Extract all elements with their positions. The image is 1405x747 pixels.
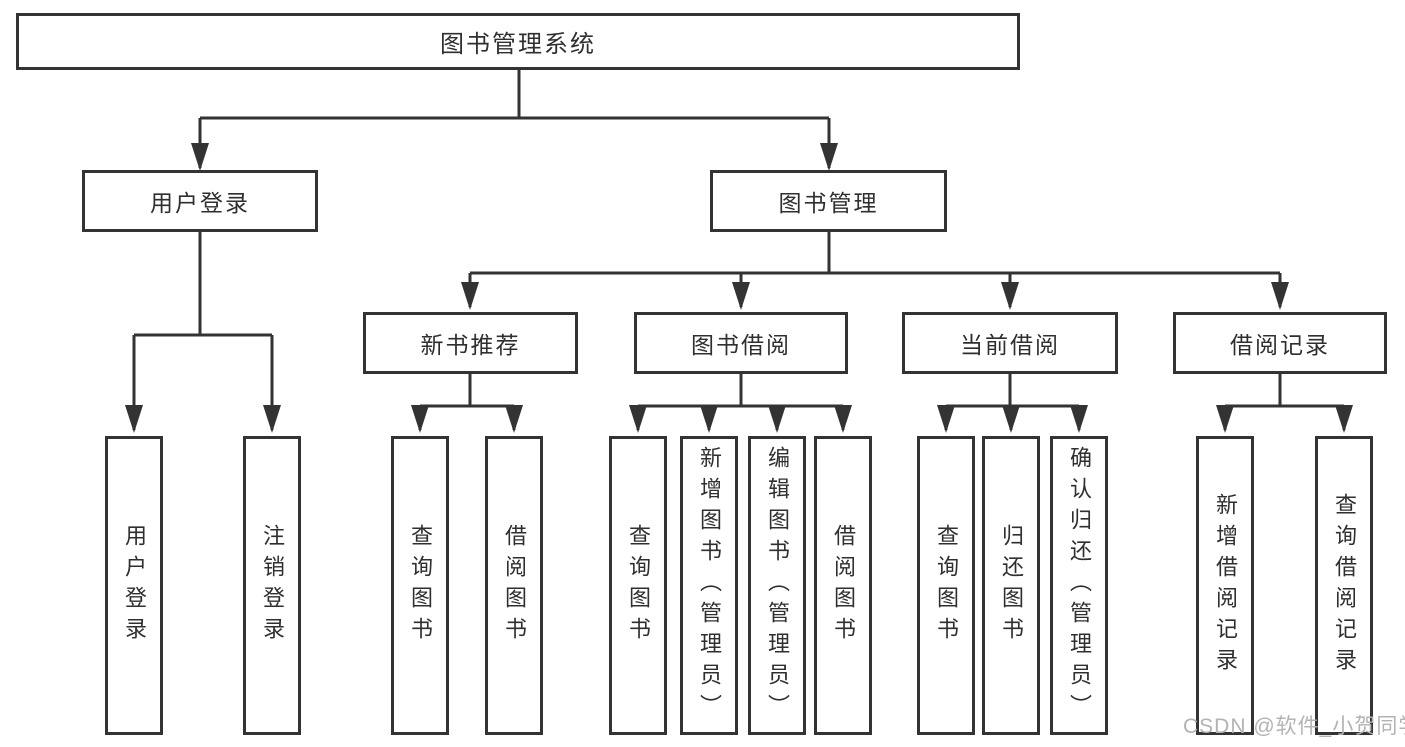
node-library-system: 图书管理系统 (16, 13, 1020, 70)
connector-bookborrow-bus (638, 374, 843, 408)
connector-currentborrow-bus (946, 374, 1079, 408)
node-label: 查询图书 (626, 523, 651, 648)
connector-bookmgmt-bus (470, 232, 1280, 275)
node-label: 新增借阅记录 (1213, 492, 1238, 679)
leaf-query-books-newbook: 查询图书 (391, 436, 449, 735)
node-label: 编辑图书（管理员） (765, 446, 790, 725)
leaf-borrow-books-newbook: 借阅图书 (485, 436, 543, 735)
node-label: 图书管理系统 (440, 31, 596, 58)
node-label: 用户登录 (122, 523, 147, 648)
node-label: 借阅记录 (1230, 332, 1330, 358)
node-book-management: 图书管理 (710, 170, 947, 232)
leaf-confirm-return-admin: 确认归还（管理员） (1050, 436, 1108, 735)
node-borrow-records: 借阅记录 (1173, 312, 1387, 374)
connector-root-bus (200, 70, 829, 120)
node-label: 图书借阅 (691, 332, 791, 358)
node-label: 归还图书 (999, 523, 1024, 648)
node-book-borrow: 图书借阅 (634, 312, 848, 374)
node-label: 查询图书 (408, 523, 433, 648)
node-label: 注销登录 (260, 523, 285, 648)
node-label: 用户登录 (150, 190, 250, 216)
leaf-user-login: 用户登录 (105, 436, 163, 735)
node-label: 借阅图书 (831, 523, 856, 648)
leaf-edit-book-admin: 编辑图书（管理员） (748, 436, 806, 735)
node-new-book-recommend: 新书推荐 (363, 312, 578, 374)
node-label: 图书管理 (778, 190, 879, 216)
csdn-watermark: CSDN @软件_小贺同学 (1183, 715, 1405, 738)
node-label: 查询借阅记录 (1332, 492, 1357, 679)
node-user-login: 用户登录 (82, 170, 318, 232)
leaf-query-books-borrow: 查询图书 (609, 436, 667, 735)
leaf-borrow-books-borrow: 借阅图书 (814, 436, 872, 735)
leaf-query-books-current: 查询图书 (917, 436, 975, 735)
node-label: 查询图书 (934, 523, 959, 648)
connector-borrowrecord-bus (1225, 374, 1344, 408)
node-label: 新书推荐 (420, 332, 521, 358)
leaf-query-borrow-record: 查询借阅记录 (1315, 436, 1373, 735)
node-label: 新增图书（管理员） (697, 446, 722, 725)
connector-newbook-bus (420, 374, 514, 408)
node-current-borrow: 当前借阅 (902, 312, 1118, 374)
node-label: 当前借阅 (960, 332, 1060, 358)
node-label: 借阅图书 (502, 523, 527, 648)
connector-userlogin-bus (134, 232, 272, 337)
node-label: 确认归还（管理员） (1067, 446, 1092, 725)
leaf-add-borrow-record: 新增借阅记录 (1196, 436, 1254, 735)
leaf-logout: 注销登录 (243, 436, 301, 735)
leaf-add-book-admin: 新增图书（管理员） (680, 436, 738, 735)
leaf-return-book: 归还图书 (982, 436, 1040, 735)
